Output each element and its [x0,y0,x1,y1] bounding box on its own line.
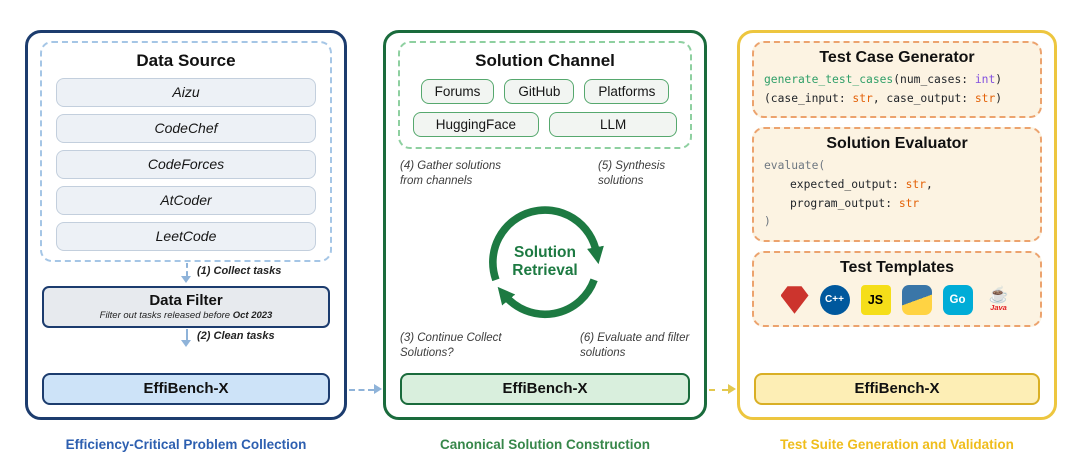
clean-tasks-arrow: (2) Clean tasks [40,328,332,350]
javascript-icon: JS [860,284,891,315]
cpp-icon: C++ [819,284,850,315]
code-type-str: str [905,177,927,191]
problem-collection-panel: Data Source Aizu CodeChef CodeForces AtC… [25,30,347,420]
java-icon: ☕ Java [984,285,1014,315]
caption-test-suite: Test Suite Generation and Validation [780,437,1014,452]
test-templates-box: Test Templates C++ JS Go ☕ Java [752,250,1042,327]
solution-retrieval-cycle: Solution Retrieval (4) Gather solutions … [398,151,692,373]
collect-tasks-arrow: (1) Collect tasks [40,262,332,286]
arrow-down-icon [181,340,191,347]
solution-evaluator-box: Solution Evaluator evaluate( expected_ou… [752,127,1042,242]
solution-construction-panel: Solution Channel Forums GitHub Platforms… [383,30,707,420]
channel-platforms: Platforms [584,79,670,104]
cycle-step-4-label: (4) Gather solutions from channels [400,160,501,187]
solution-channel-group: Solution Channel Forums GitHub Platforms… [398,41,692,149]
evaluator-line-1: evaluate( [764,157,1030,176]
cycle-arrows-icon [489,206,604,319]
effibench-box-testsuite: EffiBench-X [754,373,1040,405]
solution-retrieval-label: Solution Retrieval [512,244,577,280]
arrow-stem [186,263,188,276]
code-params: program_output: [790,196,899,210]
test-templates-title: Test Templates [839,258,955,276]
cycle-step-5-label: (5) Synthesis solutions [598,160,666,187]
channel-forums: Forums [420,79,495,104]
solution-retrieval-line1: Solution [513,244,576,262]
code-comma: , [926,177,933,191]
generator-signature: generate_test_cases(num_cases: int) [764,71,1030,90]
clean-tasks-label: (2) Clean tasks [197,330,275,342]
solution-retrieval-line2: Retrieval [512,262,578,279]
arrow-stem [186,329,188,340]
data-source-item-atcoder: AtCoder [56,186,316,215]
dashed-line [709,389,728,391]
solution-channel-title: Solution Channel [475,51,615,70]
code-params: expected_output: [790,177,906,191]
channel-row-1: Forums GitHub Platforms [410,79,680,104]
data-filter-title: Data Filter [149,292,223,309]
code-params: (num_cases: [893,73,975,86]
channel-row-2: HuggingFace LLM [410,112,680,137]
data-source-item-leetcode: LeetCode [56,222,316,251]
evaluator-line-4: ) [764,213,1030,232]
solution-evaluator-title: Solution Evaluator [826,135,968,153]
go-icon: Go [942,284,973,315]
data-source-item-aizu: Aizu [56,78,316,107]
arrow-right-icon [374,384,382,394]
caption-solution-construction: Canonical Solution Construction [440,437,650,452]
evaluator-line-3: program_output: str [764,195,1030,214]
code-function-name: evaluate( [764,159,826,173]
data-filter-box: Data Filter Filter out tasks released be… [42,286,330,328]
code-type-str: str [852,91,873,105]
ruby-icon [780,286,809,314]
channel-github: GitHub [504,79,575,104]
python-icon [901,284,932,315]
data-source-title: Data Source [136,51,236,70]
data-filter-subtitle-date: Oct 2023 [232,310,273,321]
arrow-right-icon [728,384,736,394]
data-source-item-codeforces: CodeForces [56,150,316,179]
test-suite-panel: Test Case Generator generate_test_cases(… [737,30,1057,420]
code-params: (case_input: [764,91,853,105]
data-source-group: Data Source Aizu CodeChef CodeForces AtC… [40,41,332,262]
effibench-box-collection: EffiBench-X [42,373,330,405]
java-label: Java [990,302,1007,312]
code-type-str: str [898,196,920,210]
code-type-str: str [974,91,996,105]
cycle-step-3-label: (3) Continue Collect Solutions? [400,332,502,360]
code-paren: ) [995,73,1003,86]
code-params: , case_output: [872,91,975,105]
data-filter-subtitle-text: Filter out tasks released before [99,310,233,321]
data-filter-subtitle: Filter out tasks released before Oct 202… [48,310,324,321]
effibench-box-construction: EffiBench-X [400,373,690,405]
test-case-generator-box: Test Case Generator generate_test_cases(… [752,41,1042,119]
dashed-line [349,389,374,391]
language-icon-row: C++ JS Go ☕ Java [764,283,1030,317]
coffee-cup-icon: ☕ [988,286,1009,304]
code-function-name: generate_test_cases [764,73,894,86]
arrow-down-icon [181,276,191,283]
evaluator-line-2: expected_output: str, [764,176,1030,195]
generator-return: (case_input: str, case_output: str) [764,90,1030,109]
channel-huggingface: HuggingFace [412,112,540,137]
caption-problem-collection: Efficiency-Critical Problem Collection [65,437,307,452]
channel-llm: LLM [549,112,678,137]
code-paren: ) [764,215,771,229]
cycle-step-6-label: (6) Evaluate and filter solutions [580,332,690,360]
code-paren: ) [995,91,1003,105]
test-case-generator-title: Test Case Generator [819,49,975,66]
data-source-item-codechef: CodeChef [56,114,316,143]
collect-tasks-label: (1) Collect tasks [197,265,282,277]
code-type-int: int [974,73,996,86]
